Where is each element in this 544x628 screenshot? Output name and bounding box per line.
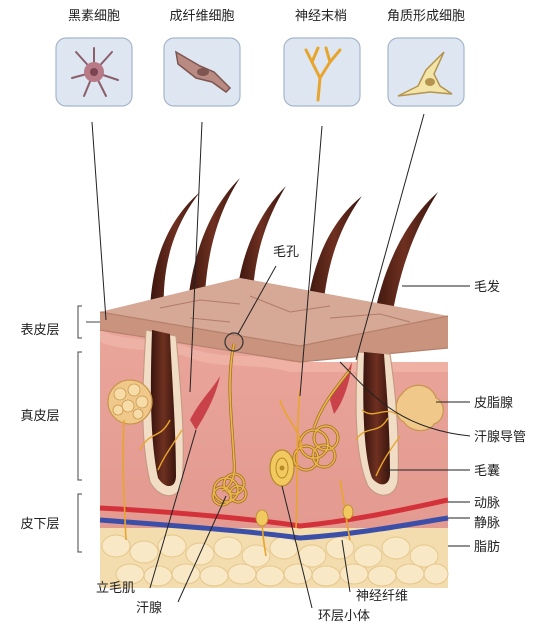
cell-box-fibroblast: [164, 38, 240, 106]
cell-box-keratinocyte: [388, 38, 464, 106]
label-epidermis: 表皮层: [20, 323, 59, 338]
sebaceous-gland-left: [108, 380, 152, 424]
label-melanocyte: 黑素细胞: [68, 9, 120, 24]
label-keratinocyte: 角质形成细胞: [387, 9, 465, 24]
label-sebaceous-gland: 皮脂腺: [474, 396, 513, 411]
label-nerve-ending: 神经末梢: [295, 9, 347, 24]
label-vein: 静脉: [474, 516, 500, 531]
label-dermis: 真皮层: [20, 409, 59, 424]
label-artery: 动脉: [474, 496, 500, 511]
label-hypodermis: 皮下层: [20, 517, 59, 532]
label-follicle: 毛囊: [474, 463, 500, 479]
label-fat: 脂肪: [474, 539, 500, 555]
label-hair: 毛发: [474, 279, 500, 295]
layer-brackets: [78, 306, 100, 552]
label-nerve-fiber: 神经纤维: [356, 589, 408, 604]
cell-box-nerve-ending: [284, 38, 360, 106]
pacinian-corpuscle: [270, 450, 294, 486]
label-sweat-duct: 汗腺导管: [474, 430, 526, 445]
label-arrector-pili: 立毛肌: [96, 581, 135, 596]
label-pore: 毛孔: [273, 245, 299, 260]
label-sweat-gland: 汗腺: [136, 601, 162, 616]
cell-box-melanocyte: [56, 38, 132, 106]
label-pacinian: 环层小体: [318, 609, 370, 624]
label-fibroblast: 成纤维细胞: [169, 9, 234, 24]
